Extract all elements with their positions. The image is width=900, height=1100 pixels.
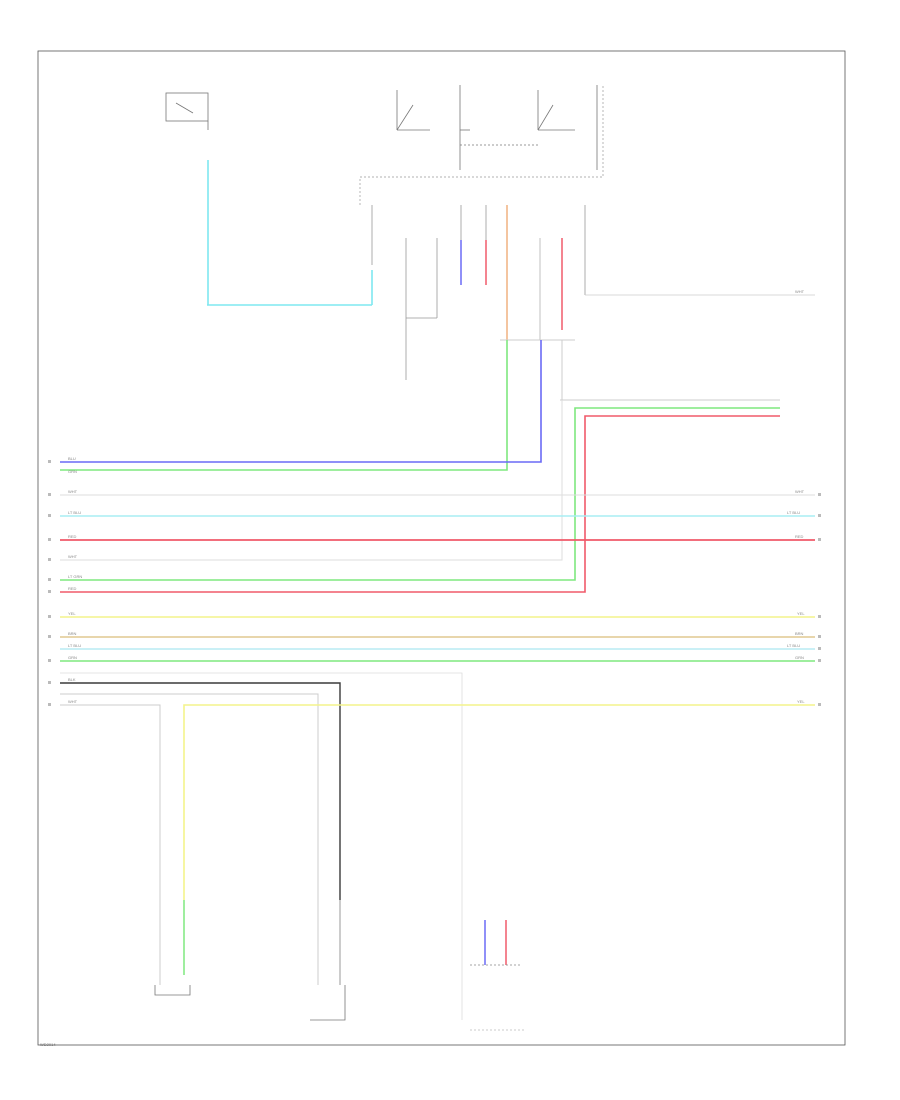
wire-white-bus-3 bbox=[60, 704, 161, 900]
label-ltblu-right: LT BLU bbox=[787, 510, 800, 515]
label-blu-left: BLU bbox=[68, 456, 76, 461]
diagram-frame bbox=[37, 50, 846, 1046]
label-yel-left: YEL bbox=[68, 611, 76, 616]
bottom-right-component bbox=[470, 920, 525, 1031]
label-grn-left: GRN bbox=[68, 469, 77, 474]
wire-red-right-bus bbox=[60, 415, 780, 593]
wire-labels-left: BLU GRN WHT LT BLU RED WHT LT GRN RED YE… bbox=[68, 456, 82, 704]
switch-bank bbox=[396, 85, 598, 170]
wire-black-bus bbox=[60, 682, 341, 900]
right-terminal-ticks bbox=[818, 493, 821, 706]
bottom-left-component bbox=[154, 900, 191, 996]
wire-blue-bus-return bbox=[60, 340, 542, 463]
label-grn-right: GRN bbox=[795, 655, 804, 660]
connector-pins-top bbox=[371, 205, 815, 380]
label-wht-left-3: WHT bbox=[68, 699, 78, 704]
left-terminal-ticks bbox=[48, 460, 51, 706]
wire-yellow-bus-2 bbox=[183, 704, 815, 900]
label-wht-right-2: WHT bbox=[795, 489, 805, 494]
label-grn-left-2: GRN bbox=[68, 655, 77, 660]
wire-labels-right: WHT WHT LT BLU RED YEL BRN LT BLU GRN YE… bbox=[787, 289, 805, 704]
top-left-switch bbox=[165, 92, 209, 130]
label-ltblu-right-2: LT BLU bbox=[787, 643, 800, 648]
label-ltblu-left-2: LT BLU bbox=[68, 643, 81, 648]
label-blk-left: BLK bbox=[68, 677, 76, 682]
wire-green-right-bus bbox=[60, 407, 780, 581]
wire-green-bus-return bbox=[60, 340, 508, 471]
wire-grey-thin bbox=[60, 672, 463, 1020]
bottom-center-component bbox=[310, 900, 346, 1021]
label-brn-right: BRN bbox=[795, 631, 804, 636]
dashed-harness-outline bbox=[359, 85, 604, 205]
label-yel-right-2: YEL bbox=[797, 699, 805, 704]
label-red-left: RED bbox=[68, 534, 77, 539]
wire-grey-bus-2 bbox=[60, 693, 319, 900]
wire-grey-to-left bbox=[60, 400, 563, 561]
label-wht-left-2: WHT bbox=[68, 554, 78, 559]
label-red-right: RED bbox=[795, 534, 804, 539]
label-ltgrn-left: LT GRN bbox=[68, 574, 82, 579]
label-wht-left: WHT bbox=[68, 489, 78, 494]
label-brn-left: BRN bbox=[68, 631, 77, 636]
label-yel-right: YEL bbox=[797, 611, 805, 616]
label-wht-right: WHT bbox=[795, 289, 805, 294]
label-ltblu-left: LT BLU bbox=[68, 510, 81, 515]
label-red-left-2: RED bbox=[68, 586, 77, 591]
diagram-code: WD2014 bbox=[40, 1042, 56, 1047]
